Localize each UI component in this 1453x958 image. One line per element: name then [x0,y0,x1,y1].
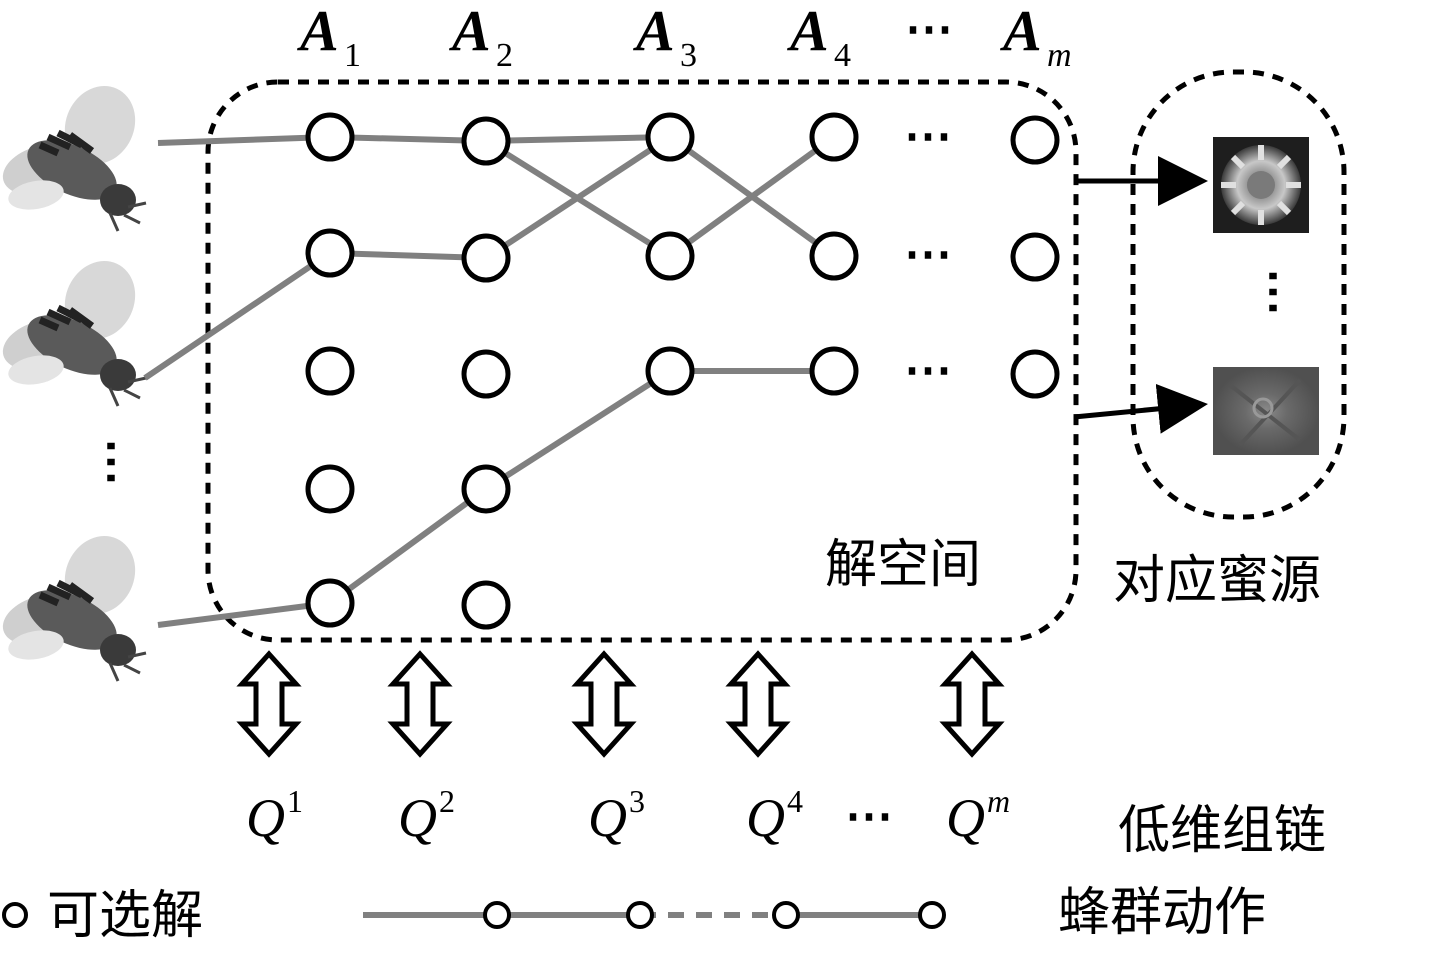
q-label-3-sup: 3 [629,783,645,819]
honey-source-icon [1213,367,1319,455]
solution-space-region [205,79,1079,643]
q-ellipsis: ⋯ [845,790,893,843]
column-header-m-sub: m [1047,37,1072,74]
column-headers: A 1 A 2 A 3 A 4 ⋯ A m [297,0,1072,74]
bee-icon [0,249,148,406]
q-label-m-sup: m [987,783,1010,819]
solution-node [461,116,511,166]
legend-action-node [483,901,511,929]
column-header-3: A [633,0,675,63]
honey-source-region [1130,69,1347,520]
solution-node [305,346,355,396]
legend-node-label: 可选解 [47,886,203,946]
q-label-2: Q [398,788,437,848]
legend-action-node [626,901,654,929]
legend: 可选解 蜂群动作 [2,883,1266,946]
double-arrow-icon [939,650,1005,758]
solution-node [305,112,355,162]
column-header-4: A [787,0,829,63]
flower-icon [1213,137,1309,233]
legend-action-node [772,901,800,929]
column-header-1: A [297,0,339,63]
solution-node [461,349,511,399]
solution-node [305,464,355,514]
q-label-4-sup: 4 [787,783,803,819]
solution-node [461,580,511,630]
honey-source-label: 对应蜜源 [1113,551,1321,611]
bee-icon [0,524,148,681]
double-arrow-icon [571,650,637,758]
legend-action-node [918,901,946,929]
honey-source-ellipsis: ⋯ [1247,268,1300,316]
solution-node [809,346,859,396]
legend-action-label: 蜂群动作 [1058,883,1266,943]
solution-nodes: ⋯ ⋯ ⋯ [305,110,1060,630]
column-header-1-sub: 1 [344,37,361,74]
q-label-1: Q [246,788,285,848]
solution-node [1010,115,1060,165]
low-dim-chain-label: 低维组链 [1118,801,1326,861]
bee-ellipsis: ⋯ [85,438,138,486]
column-header-m: A [1000,0,1042,63]
bee-icon [0,74,148,231]
solution-node [645,112,695,162]
q-label-2-sup: 2 [439,783,455,819]
double-arrow-icon [387,650,453,758]
column-header-3-sub: 3 [680,37,697,74]
q-label-4: Q [746,788,785,848]
q-label-3: Q [588,788,627,848]
solution-node [1010,232,1060,282]
solution-node [809,231,859,281]
column-header-ellipsis: ⋯ [905,3,953,56]
solution-space-label: 解空间 [825,535,981,595]
legend-node-icon [2,902,28,928]
solution-node [645,231,695,281]
double-arrows [236,650,1005,758]
bee-path-2 [143,134,672,381]
solution-node [645,346,695,396]
solution-node [1010,349,1060,399]
solution-node [461,464,511,514]
double-arrow-icon [725,650,791,758]
solution-node [461,233,511,283]
row-ellipsis: ⋯ [904,228,952,281]
row-ellipsis: ⋯ [904,344,952,397]
column-header-2-sub: 2 [496,37,513,74]
solution-node [305,228,355,278]
row-ellipsis: ⋯ [904,110,952,163]
double-arrow-icon [236,650,302,758]
column-header-4-sub: 4 [834,37,851,74]
solution-node [305,578,355,628]
solution-node [809,112,859,162]
q-labels: Q 1 Q 2 Q 3 Q 4 ⋯ Q m [246,783,1010,848]
q-label-1-sup: 1 [287,783,303,819]
bee-group: ⋯ [0,74,148,681]
column-header-2: A [449,0,491,63]
arrow-to-honey-source [1073,383,1208,434]
q-label-m: Q [946,788,985,848]
